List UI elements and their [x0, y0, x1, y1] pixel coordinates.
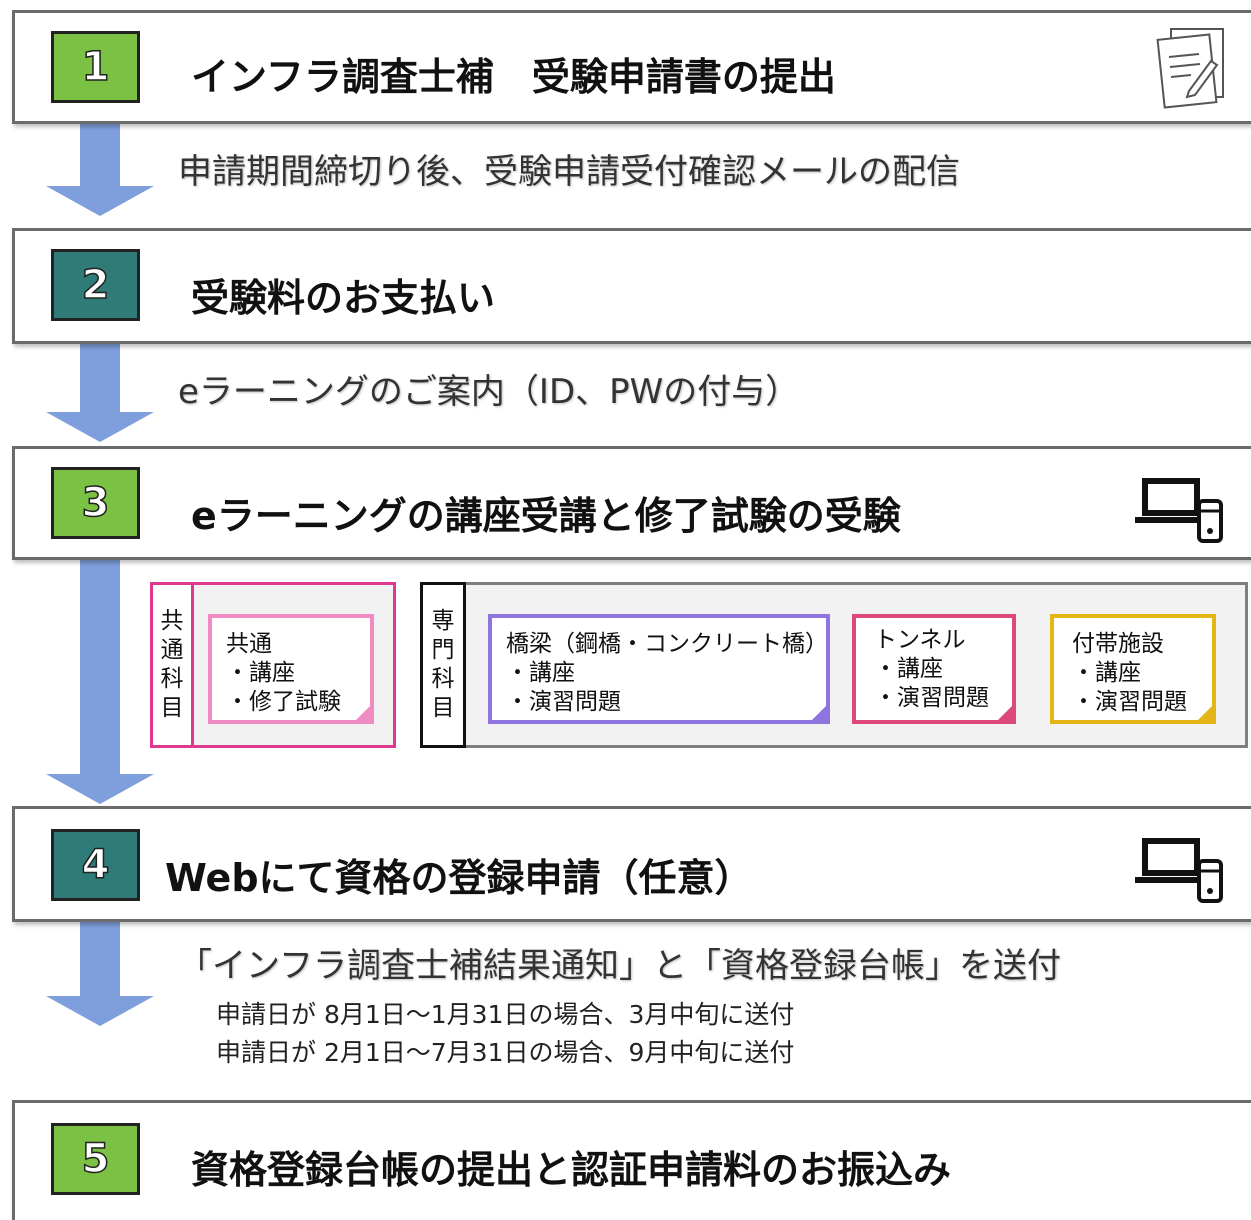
step-number-badge: 4 [51, 829, 140, 901]
tunnel-course-card: トンネル ・講座 ・演習問題 [852, 614, 1016, 724]
step-1-box: 1 インフラ調査士補 受験申請書の提出 [12, 10, 1251, 124]
step-4-box: 4 Webにて資格の登録申請（任意） [12, 806, 1251, 922]
step-title: インフラ調査士補 受験申請書の提出 [191, 55, 836, 99]
down-arrow [46, 344, 154, 442]
elearning-guide-text: eラーニングのご案内（ID、PWの付与） [178, 372, 800, 412]
bridge-course-card: 橋梁（鋼橋・コンクリート橋） ・講座 ・演習問題 [488, 614, 830, 724]
step-3-box: 3 eラーニングの講座受講と修了試験の受験 [12, 446, 1251, 560]
notification-text: 申請期間締切り後、受験申請受付確認メールの配信 [178, 152, 960, 192]
step-number-badge: 5 [51, 1123, 140, 1195]
step-number-badge: 3 [51, 467, 140, 539]
facility-course-card: 付帯施設 ・講座 ・演習問題 [1050, 614, 1216, 724]
step-title: 資格登録台帳の提出と認証申請料のお振込み [191, 1148, 952, 1192]
common-course-label: 共 通 科 目 [150, 582, 194, 748]
down-arrow [46, 560, 154, 804]
schedule-line: 申請日が 2月1日～7月31日の場合、9月中旬に送付 [216, 1038, 795, 1067]
step-5-box: 5 資格登録台帳の提出と認証申請料のお振込み [12, 1100, 1251, 1220]
result-notice-text: 「インフラ調査士補結果通知」と「資格登録台帳」を送付 [178, 946, 1061, 986]
step-number-badge: 2 [51, 249, 140, 321]
step-2-box: 2 受験料のお支払い [12, 228, 1251, 344]
schedule-line: 申請日が 8月1日～1月31日の場合、3月中旬に送付 [216, 1000, 795, 1029]
common-course-card: 共通 ・講座 ・修了試験 [208, 614, 374, 724]
down-arrow [46, 922, 154, 1026]
down-arrow [46, 124, 154, 216]
step-title: Webにて資格の登録申請（任意） [165, 856, 753, 900]
laptop-phone-icon [1135, 478, 1223, 543]
step-title: eラーニングの講座受講と修了試験の受験 [191, 494, 901, 538]
document-pen-icon [1156, 28, 1224, 109]
step-number-badge: 1 [51, 31, 140, 103]
laptop-phone-icon [1135, 838, 1223, 903]
step-title: 受験料のお支払い [191, 276, 496, 320]
specialized-course-label: 専 門 科 目 [420, 582, 466, 748]
